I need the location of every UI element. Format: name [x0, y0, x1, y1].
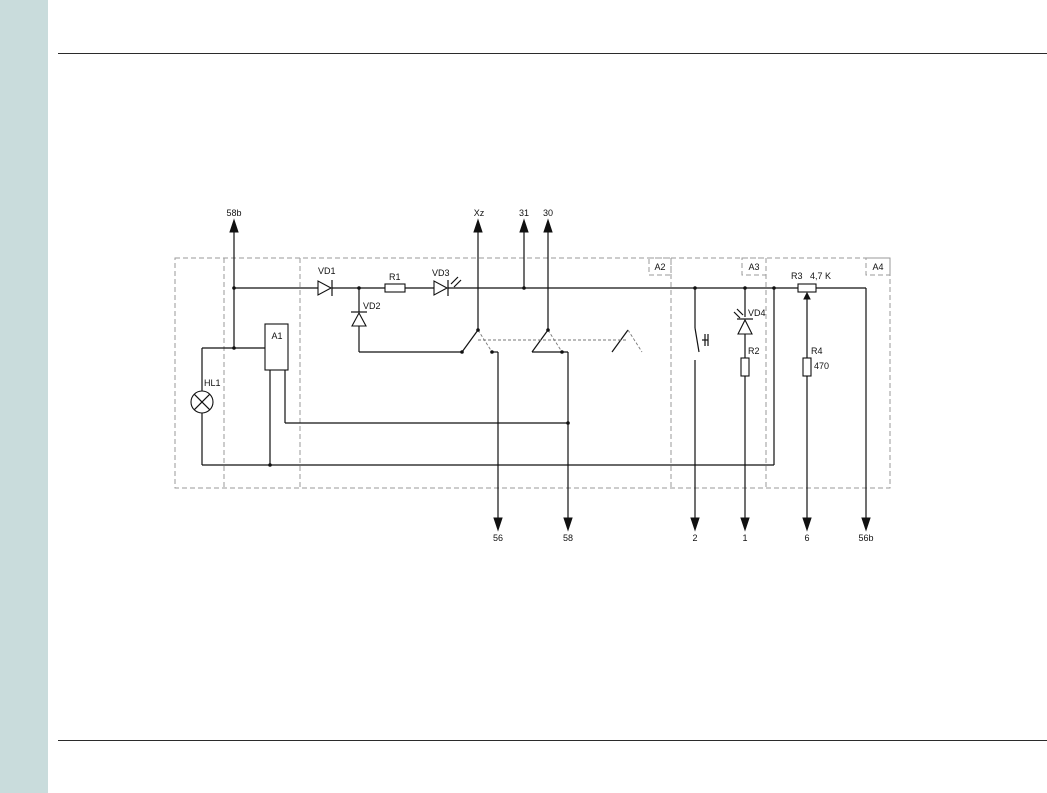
arrow-down-58 [563, 517, 573, 532]
outer-frame [174, 257, 891, 489]
arrow-down-6 [802, 517, 812, 532]
label-58: 58 [563, 533, 573, 543]
side-bar [0, 0, 48, 793]
block-tag-a2 [648, 257, 672, 276]
label-xz: Xz [474, 208, 485, 218]
resistor-r2 [740, 357, 750, 377]
label-r3-value: 4,7 K [810, 271, 831, 281]
block-tag-a4 [865, 257, 891, 276]
label-a3: A3 [748, 262, 759, 272]
header-rule [58, 53, 1047, 54]
resistor-r1 [384, 283, 406, 293]
block-a1 [264, 323, 289, 371]
diode-vd2 [351, 311, 367, 327]
label-vd1: VD1 [318, 266, 336, 276]
label-a4: A4 [872, 262, 883, 272]
label-1: 1 [742, 533, 747, 543]
label-a1: A1 [271, 331, 282, 341]
arrow-down-1 [740, 517, 750, 532]
label-56b: 56b [858, 533, 873, 543]
resistor-r4 [802, 357, 812, 377]
lamp-hl1 [190, 390, 214, 414]
label-6: 6 [804, 533, 809, 543]
label-vd3: VD3 [432, 268, 450, 278]
arrow-down-2 [690, 517, 700, 532]
label-56: 56 [493, 533, 503, 543]
label-r3: R3 [791, 271, 803, 281]
label-vd2: VD2 [363, 301, 381, 311]
arrow-down-56b [861, 517, 871, 532]
arrow-up-31 [519, 218, 529, 233]
led-vd3 [433, 276, 462, 296]
switch-linkage [477, 329, 643, 353]
label-r1: R1 [389, 272, 401, 282]
terminal-arrows [229, 218, 871, 532]
label-58b: 58b [226, 208, 241, 218]
label-30: 30 [543, 208, 553, 218]
junctions [232, 286, 776, 467]
module-frames [174, 257, 891, 489]
label-31: 31 [519, 208, 529, 218]
label-r4-value: 470 [814, 361, 829, 371]
label-vd4: VD4 [748, 308, 766, 318]
wiring [201, 232, 867, 520]
label-a2: A2 [654, 262, 665, 272]
label-r2: R2 [748, 346, 760, 356]
diode-vd1 [317, 280, 333, 296]
label-2: 2 [692, 533, 697, 543]
block-tag-a3 [741, 257, 767, 276]
potentiometer-r3 [797, 283, 817, 300]
labels: 58b Xz 31 30 56 58 2 1 6 56b A2 A3 A4 A1… [204, 208, 884, 543]
arrow-up-58b [229, 218, 239, 233]
arrow-up-xz [473, 218, 483, 233]
label-r4: R4 [811, 346, 823, 356]
arrow-up-30 [543, 218, 553, 233]
label-hl1: HL1 [204, 378, 221, 388]
led-vd4 [733, 308, 753, 335]
arrow-down-56 [493, 517, 503, 532]
footer-rule [58, 740, 1047, 741]
